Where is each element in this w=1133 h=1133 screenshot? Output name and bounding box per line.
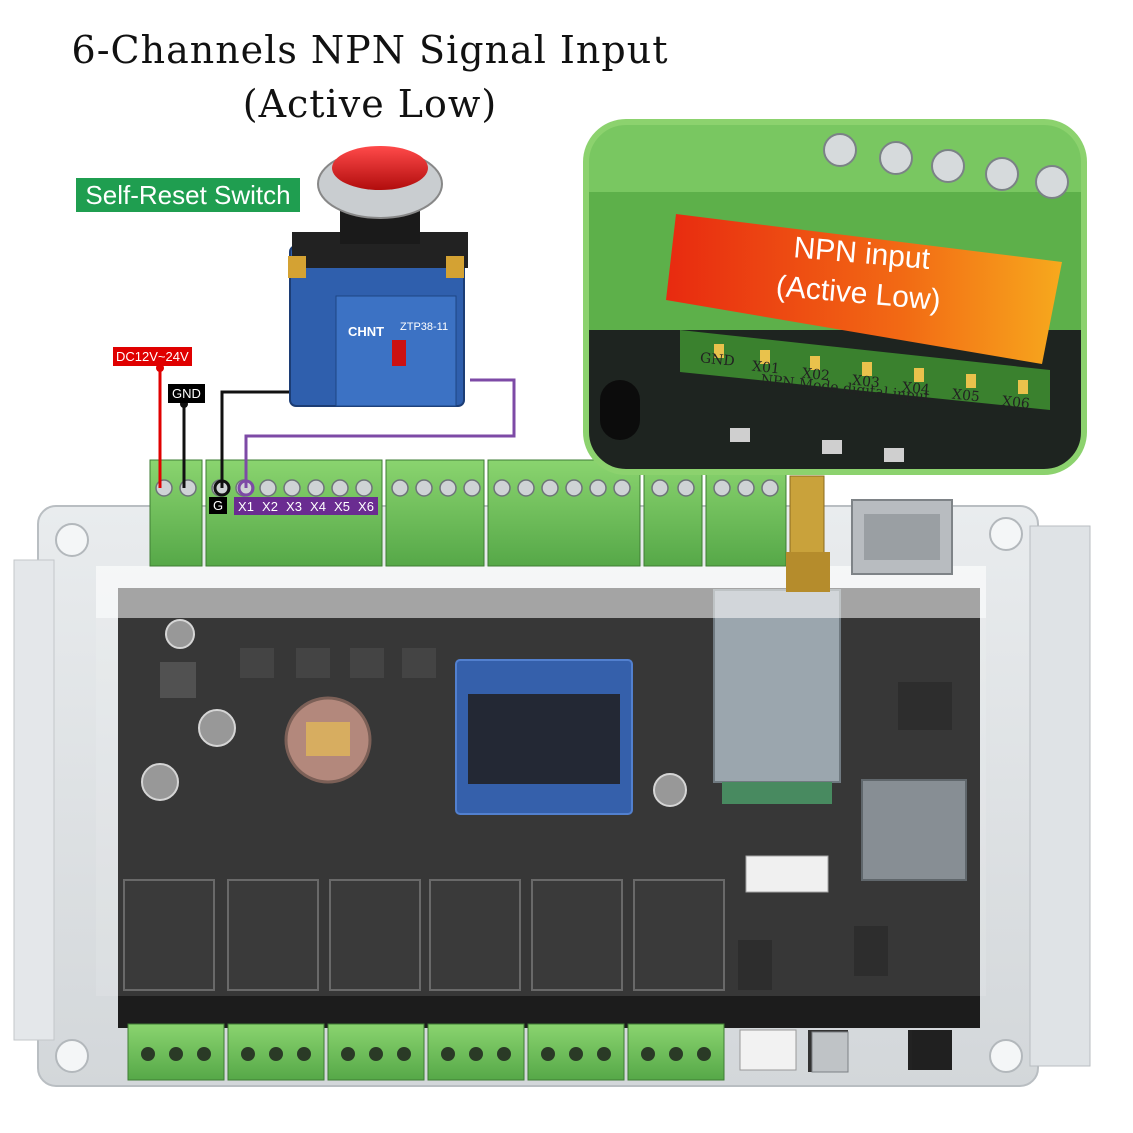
svg-text:CHNT: CHNT <box>348 324 384 339</box>
input-terminal-labels: X1 X2 X3 X4 X5 X6 <box>234 497 378 515</box>
self-reset-push-button: CHNT ZTP38-11 <box>288 146 468 407</box>
page-title-line2: (Active Low) <box>242 82 498 126</box>
zoom-inset <box>583 119 1087 475</box>
antenna-connector <box>786 475 830 592</box>
transparent-cover <box>96 566 986 618</box>
page-title-line1: 6-Channels NPN Signal Input <box>71 28 669 72</box>
svg-text:ZTP38-11: ZTP38-11 <box>400 321 448 333</box>
power-supply-label: DC12V~24V <box>113 347 192 366</box>
gnd-label: GND <box>168 384 205 403</box>
ethernet-port <box>851 499 953 575</box>
input-label-x5: X5 <box>334 498 350 514</box>
x1-wire-purple <box>244 378 516 488</box>
inset-label-x06: X06 <box>1001 393 1031 413</box>
npn-input-callout-box <box>666 214 1062 364</box>
input-label-x6: X6 <box>358 498 374 514</box>
input-label-x3: X3 <box>286 498 302 514</box>
input-label-x1: X1 <box>238 498 254 514</box>
pcb <box>118 588 980 1072</box>
self-reset-switch-label: Self-Reset Switch <box>76 178 300 212</box>
input-label-x2: X2 <box>262 498 278 514</box>
input-label-x4: X4 <box>310 498 326 514</box>
bottom-terminal-blocks <box>127 1023 952 1081</box>
g-terminal-label: G <box>209 497 228 514</box>
